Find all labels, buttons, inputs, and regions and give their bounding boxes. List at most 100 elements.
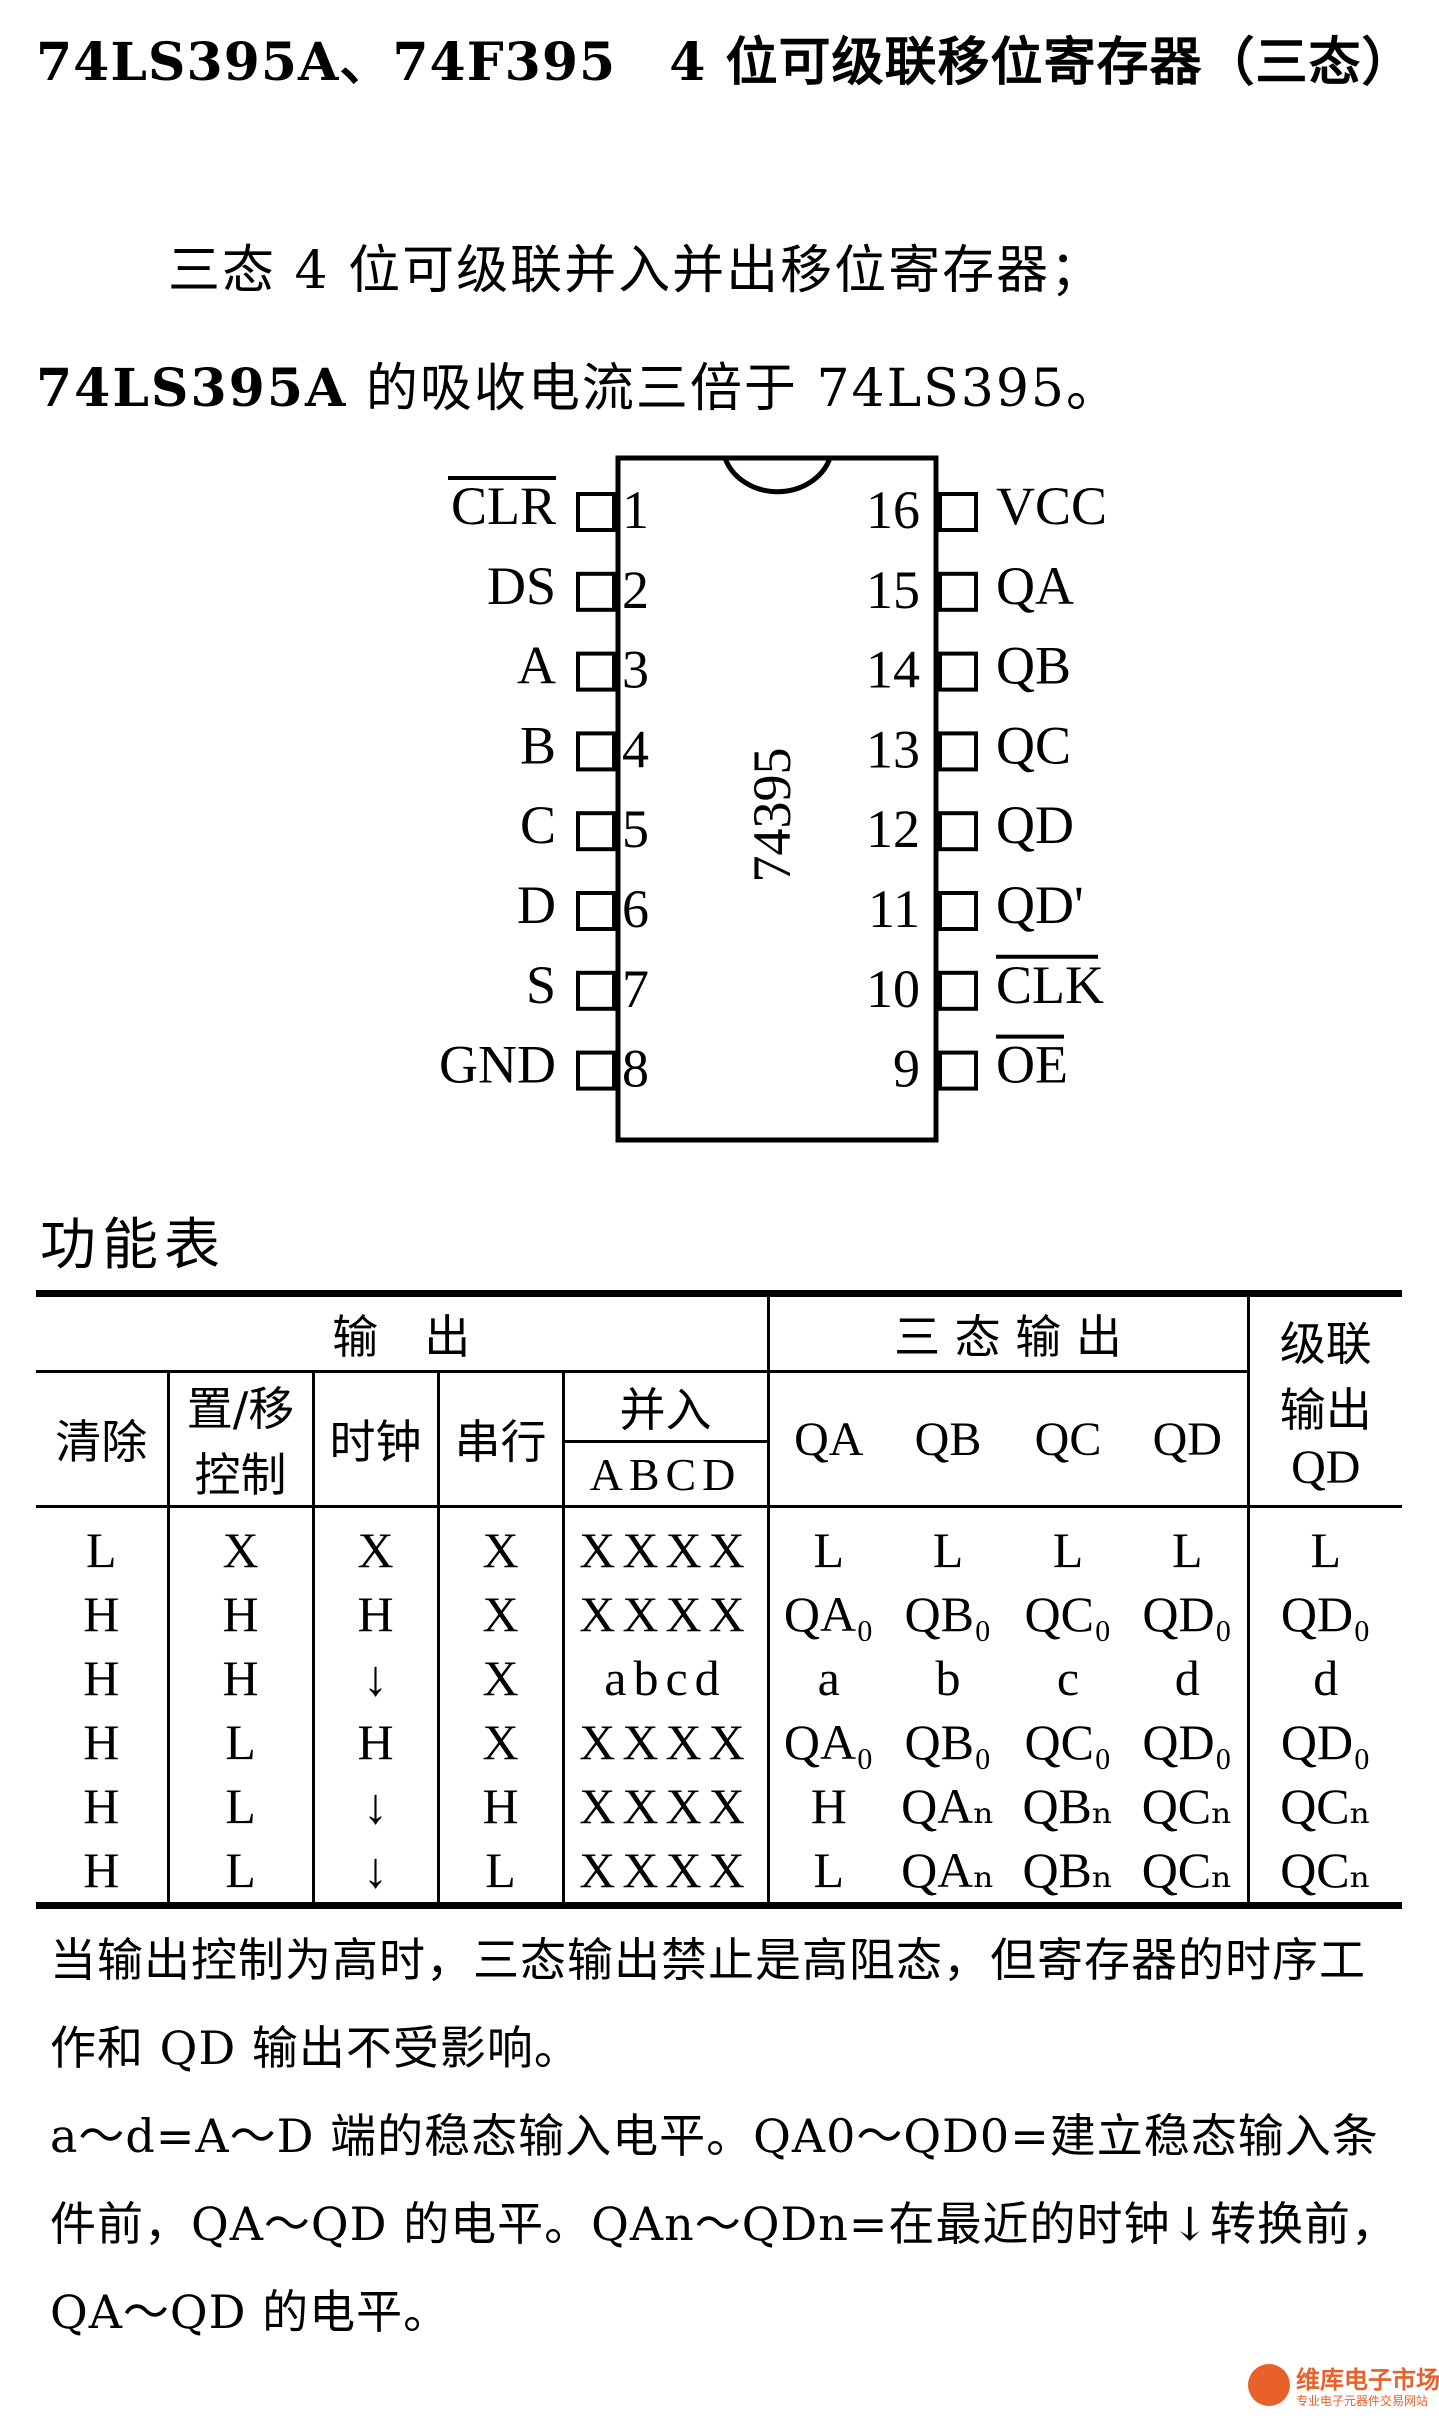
watermark-line-2: 专业电子元器件交易网站 <box>1296 2394 1429 2408</box>
pin-5: 5C <box>520 795 649 859</box>
pin-12-label: QD <box>996 795 1074 855</box>
cell-qb: QB₀ <box>904 1586 992 1642</box>
pin-9-label: OE <box>996 1035 1068 1095</box>
pin-7: 7S <box>526 955 649 1019</box>
cell-qd: d <box>1174 1650 1200 1706</box>
pin-10: 10 CLK <box>866 954 1104 1019</box>
cascade-output-header: 级联 输出 QD <box>1246 1293 1402 1507</box>
cell-parallel: XXXX <box>561 1505 768 1582</box>
pin-10-number: 10 <box>866 959 920 1019</box>
col-qb: QB <box>914 1412 982 1466</box>
pin-11-pad <box>938 891 978 931</box>
pin-7-pad <box>576 970 616 1011</box>
cell-cascade: QD₀ <box>1246 1582 1402 1646</box>
pin-15: 15 QA <box>866 556 1074 620</box>
pin-16-pad <box>938 492 978 532</box>
cell-mode: L <box>166 1774 313 1838</box>
pin-14-label: QB <box>996 636 1071 696</box>
pin-8-number: 8 <box>622 1039 649 1099</box>
intro-line-1: 三态 4 位可级联并入并出移位寄存器； <box>168 241 1105 301</box>
pin-5-number: 5 <box>622 799 649 859</box>
cell-qb: QAₙ <box>901 1778 995 1834</box>
cell-qa: QA₀ <box>766 1710 888 1774</box>
note-1: 当输出控制为高时，三态输出禁止是高阻态，但寄存器的时序工作和 QD 输出不受影响… <box>50 1933 1366 2075</box>
pin-14: 14 QB <box>866 636 1071 700</box>
cell-serial: L <box>436 1838 563 1906</box>
group-tristate-header: 三 态 输 出 <box>766 1293 1248 1373</box>
cell-cascade: QCₙ <box>1246 1774 1402 1838</box>
pin-4-label: B <box>520 715 556 775</box>
cell-clock: H <box>311 1710 438 1774</box>
pin-12-number: 12 <box>866 799 920 859</box>
pin-15-pad <box>938 571 978 612</box>
pin-2-label: DS <box>487 556 556 616</box>
cell-serial: X <box>436 1646 563 1710</box>
cell-clear: H <box>83 1586 120 1642</box>
cell-mode: H <box>166 1646 313 1710</box>
cell-qa: a <box>766 1646 888 1710</box>
pin-15-label: QA <box>996 556 1074 616</box>
pin-13-label: QC <box>996 715 1071 775</box>
pin-4-number: 4 <box>622 719 649 779</box>
cell-clear: L <box>36 1505 168 1582</box>
col-qa: QA <box>766 1371 888 1507</box>
cell-qc: c <box>1056 1650 1080 1706</box>
cell-clock: ↓ <box>311 1838 438 1906</box>
pin-6-label: D <box>517 875 556 935</box>
cell-mode: X <box>166 1505 313 1582</box>
intro-line-2: 74LS395A 的吸收电流三倍于 74LS395。 <box>36 358 1121 419</box>
pin-10-label: CLK <box>996 955 1104 1015</box>
pin-8-label: GND <box>439 1035 556 1095</box>
col-parallel: 并入 <box>561 1371 768 1444</box>
chip-body <box>615 455 939 1143</box>
cell-cascade: d <box>1246 1646 1402 1710</box>
pin-5-label: C <box>520 795 556 855</box>
cell-qa: QA₀ <box>766 1582 888 1646</box>
notes: 当输出控制为高时，三态输出禁止是高阻态，但寄存器的时序工作和 QD 输出不受影响… <box>50 1916 1410 2356</box>
watermark-icon <box>1248 2364 1290 2406</box>
cell-qd: QD₀ <box>1142 1586 1233 1642</box>
cell-qa: H <box>766 1774 888 1838</box>
pin-12-pad <box>938 811 978 852</box>
col-clear: 清除 <box>55 1415 148 1469</box>
note-2: a～d=A～D 端的稳态输入电平。QA0～QD0=建立稳态输入条件前，QA～QD… <box>50 2109 1399 2339</box>
cell-qb: QB₀ <box>904 1714 992 1770</box>
pin-8: 8 GND <box>439 1035 649 1099</box>
pin-15-number: 15 <box>866 560 920 620</box>
cell-parallel: XXXX <box>561 1710 768 1774</box>
function-table-title: 功能表 <box>40 1213 226 1278</box>
watermark-logo: 维库电子市场网 专业电子元器件交易网站 <box>1248 2358 1439 2414</box>
pin-7-label: S <box>526 955 556 1015</box>
cell-qc: QBₙ <box>1022 1842 1114 1898</box>
intro-text: 三态 4 位可级联并入并出移位寄存器； 74LS395A 的吸收电流三倍于 74… <box>36 212 1416 448</box>
pin-2-pad <box>576 571 616 612</box>
cell-clock: H <box>311 1582 438 1646</box>
pin-2: 2DS <box>487 556 649 620</box>
cell-clock: ↓ <box>311 1774 438 1838</box>
pin-9-pad <box>938 1050 978 1091</box>
cell-qa: L <box>766 1838 888 1906</box>
col-qc: QC <box>1034 1412 1102 1466</box>
pin-8-pad <box>576 1050 616 1091</box>
cell-clear: H <box>83 1778 120 1834</box>
cell-parallel: XXXX <box>561 1838 768 1906</box>
cell-clear: H <box>83 1714 120 1770</box>
pin-14-number: 14 <box>866 640 920 700</box>
cell-qb: L <box>888 1505 1008 1582</box>
cell-serial: H <box>436 1774 563 1838</box>
cell-serial: X <box>436 1505 563 1582</box>
cell-cascade: QD₀ <box>1246 1710 1402 1774</box>
